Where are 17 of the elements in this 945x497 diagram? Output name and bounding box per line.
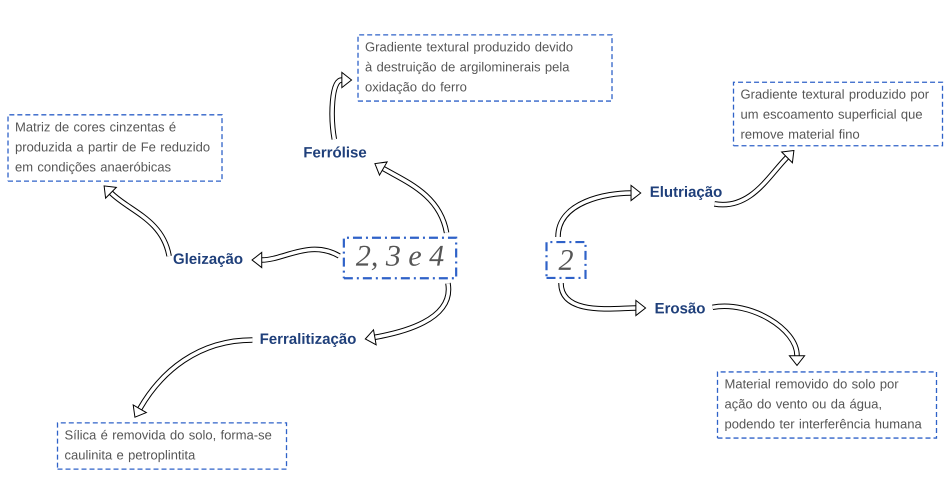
number-box: 2: [545, 240, 587, 280]
process-label: Erosão: [656, 302, 705, 314]
curved-arrow: [132, 337, 253, 418]
curved-arrow: [104, 185, 172, 257]
process-label: Ferrólise: [304, 146, 366, 158]
process-label: Elutriação: [650, 186, 722, 200]
description-box: Matriz de cores cinzentas é produzida a partir de Fe reduzido em condições anaeróbicas: [7, 114, 223, 182]
number-box: 2, 3 e 4: [342, 236, 458, 280]
description-box: Gradiente textural produzido devido à destruição de argilominerais pela oxidação do ferro: [357, 34, 613, 102]
description-box: Sílica é removida do solo, forma-se caulinita e petroplintita: [56, 422, 288, 470]
description-box: Material removido do solo por ação do vento ou da água, podendo ter interferência humana: [716, 371, 938, 439]
process-label: Gleização: [174, 253, 242, 267]
process-label: Ferralitização: [260, 333, 356, 347]
description-box: Gradiente textural produzido por um escoamento superficial que remove material fino: [732, 82, 944, 146]
curved-arrow: [329, 71, 352, 140]
curved-arrow: [364, 283, 452, 346]
curved-arrow: [374, 161, 450, 234]
